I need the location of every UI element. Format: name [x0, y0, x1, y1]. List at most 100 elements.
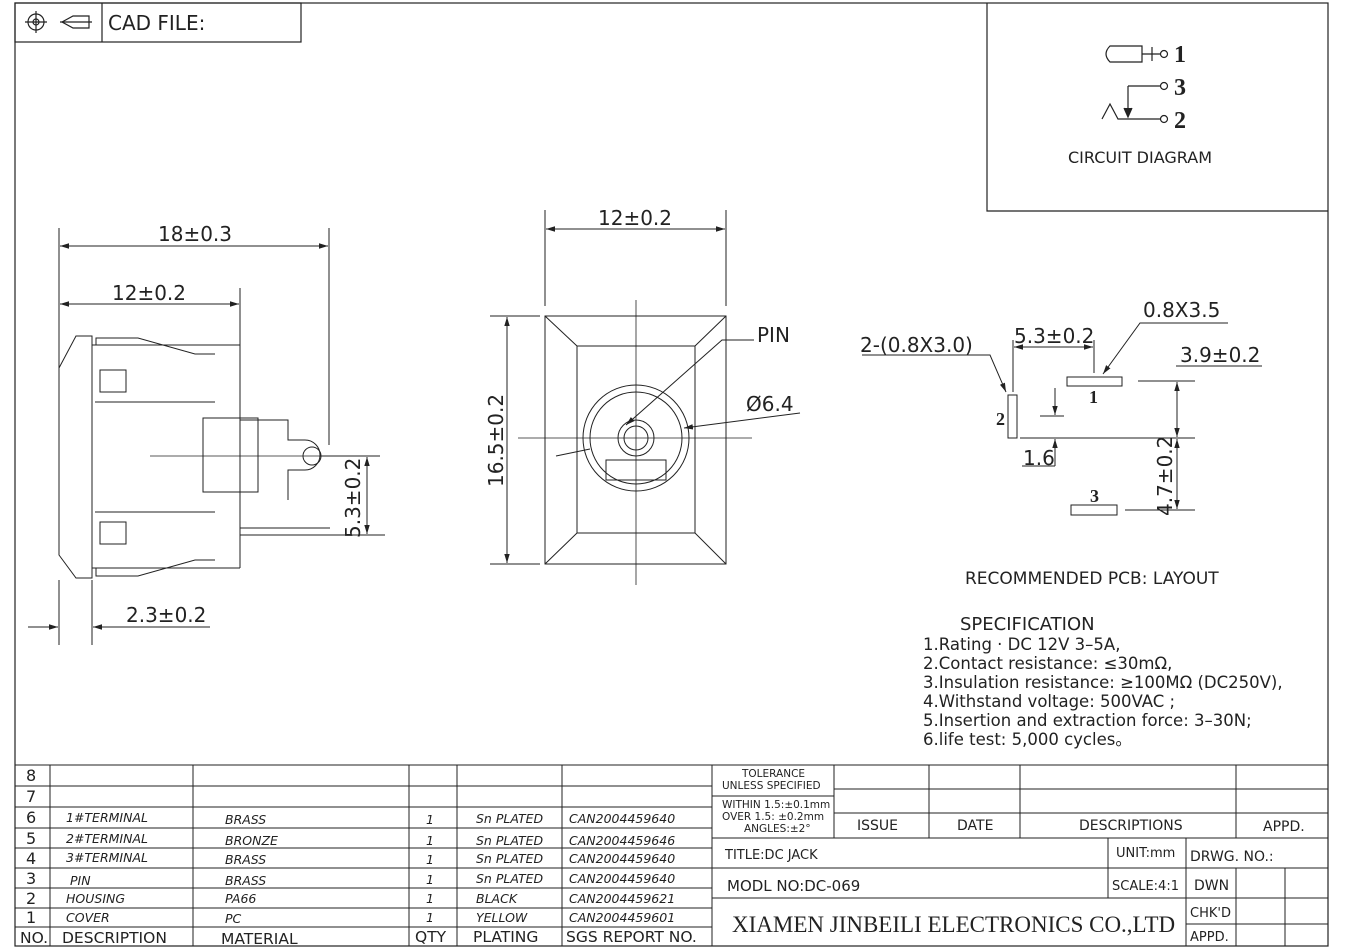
table-row-mat: PA66	[225, 891, 256, 906]
table-row-plating: Sn PLATED	[476, 871, 544, 886]
table-row-no: 8	[26, 766, 36, 785]
table-row-qty: 1	[426, 872, 434, 887]
bom-header: PLATING	[473, 928, 538, 946]
spec-line: 6.life test: 5,000 cycles。	[923, 730, 1132, 749]
table-row-no: 3	[26, 869, 36, 888]
table-row-no: 2	[26, 889, 36, 908]
dwn-label: DWN	[1194, 878, 1229, 894]
table-row-desc: PIN	[70, 873, 91, 888]
pcb-pad-1	[1066, 376, 1123, 387]
table-row-desc: 2#TERMINAL	[66, 831, 148, 846]
pin-callout: PIN	[757, 323, 790, 347]
table-row-desc: 1#TERMINAL	[66, 810, 148, 825]
appd-label: APPD.	[1190, 930, 1229, 945]
spec-line: 4.Withstand voltage: 500VAC ;	[923, 692, 1175, 711]
table-row-mat: BRASS	[225, 852, 266, 867]
table-row-mat: PC	[225, 911, 242, 926]
company-name: XIAMEN JINBEILI ELECTRONICS CO.,LTD	[732, 912, 1175, 937]
circuit-diagram: 1 3 2 CIRCUIT DIAGRAM	[986, 3, 1328, 212]
circuit-pin2: 2	[1174, 108, 1186, 134]
spec-line: 2.Contact resistance: ≤30mΩ,	[923, 654, 1172, 673]
projection-symbol-icon	[25, 11, 92, 33]
descriptions-header: DESCRIPTIONS	[1079, 818, 1183, 834]
bom-header: SGS REPORT NO.	[566, 928, 697, 946]
cad-header: CAD FILE:	[14, 2, 302, 43]
tolerance-label: UNLESS SPECIFIED	[722, 780, 821, 792]
table-row-qty: 1	[426, 910, 434, 925]
dim-front-width: 12±0.2	[598, 206, 672, 230]
table-row-plating: Sn PLATED	[476, 811, 544, 826]
table-row-qty: 1	[426, 812, 434, 827]
tolerance-angles: ANGLES:±2°	[744, 823, 811, 835]
table-row-no: 6	[26, 808, 36, 827]
cad-file-label: CAD FILE:	[108, 11, 205, 35]
table-row-mat: BRASS	[225, 873, 266, 888]
pcb-slot-pair-label: 2-(0.8X3.0)	[860, 333, 973, 357]
circuit-pin3: 3	[1174, 75, 1186, 101]
pcb-slot-label: 0.8X3.5	[1143, 298, 1220, 322]
specification: SPECIFICATION 1.Rating · DC 12V 3–5A, 2.…	[923, 614, 1283, 749]
table-row-qty: 1	[426, 833, 434, 848]
pcb-dim-v-spacing: 4.7±0.2	[1153, 436, 1177, 516]
table-row-desc: COVER	[66, 910, 110, 925]
table-row-plating: Sn PLATED	[476, 851, 544, 866]
bom-header: MATERIAL	[221, 930, 298, 948]
table-row-sgs: CAN2004459640	[569, 871, 675, 886]
table-row-plating: BLACK	[476, 891, 519, 906]
dim-front-height: 16.5±0.2	[484, 394, 508, 487]
model-number: MODL NO:DC-069	[727, 877, 860, 895]
table-row-sgs: CAN2004459640	[569, 851, 675, 866]
pcb-dim-top-offset: 3.9±0.2	[1180, 343, 1260, 367]
appd-header: APPD.	[1263, 819, 1305, 835]
title-block-text: TOLERANCE UNLESS SPECIFIED WITHIN 1.5:±0…	[722, 768, 1305, 945]
drwg-no-label: DRWG. NO.:	[1190, 849, 1274, 865]
issue-header: ISSUE	[857, 818, 898, 834]
pcb-layout	[862, 322, 1262, 516]
table-row-desc: 3#TERMINAL	[66, 850, 148, 865]
pcb-pad2-label: 2	[996, 409, 1005, 429]
jack-symbol-icon	[1101, 45, 1169, 124]
side-view	[28, 228, 385, 645]
diameter-callout: Ø6.4	[746, 392, 794, 416]
tolerance-within: WITHIN 1.5:±0.1mm	[722, 799, 830, 811]
pcb-pad-3	[1070, 504, 1118, 516]
table-row-plating: Sn PLATED	[476, 833, 544, 848]
table-row-desc: HOUSING	[66, 891, 125, 906]
dim-overall-length: 18±0.3	[158, 222, 232, 246]
scale-label: SCALE:4:1	[1112, 879, 1179, 894]
unit-label: UNIT:mm	[1116, 846, 1175, 861]
table-row-qty: 1	[426, 852, 434, 867]
table-row-sgs: CAN2004459621	[569, 891, 675, 906]
pcb-pad-2	[1007, 394, 1018, 439]
tolerance-over: OVER 1.5: ±0.2mm	[722, 811, 824, 823]
dim-pin-height: 5.3±0.2	[341, 458, 365, 538]
spec-line: 1.Rating · DC 12V 3–5A,	[923, 635, 1120, 654]
bom-header: QTY	[415, 928, 447, 946]
spec-line: 5.Insertion and extraction force: 3–30N;	[923, 711, 1252, 730]
bom-table	[15, 764, 1328, 946]
table-row-mat: BRONZE	[225, 833, 278, 848]
spec-title: SPECIFICATION	[960, 614, 1095, 635]
table-row-mat: BRASS	[225, 812, 266, 827]
table-row-no: 1	[26, 908, 36, 927]
sheet-border	[14, 2, 1329, 947]
table-row-sgs: CAN2004459640	[569, 811, 675, 826]
title-block	[712, 765, 1328, 946]
pcb-pad1-label: 1	[1089, 387, 1098, 407]
table-row-sgs: CAN2004459646	[569, 833, 675, 848]
table-row-plating: YELLOW	[476, 910, 528, 925]
pcb-title: RECOMMENDED PCB: LAYOUT	[965, 569, 1219, 589]
pcb-pad3-label: 3	[1090, 486, 1099, 506]
circuit-title: CIRCUIT DIAGRAM	[1068, 148, 1212, 167]
date-header: DATE	[957, 818, 993, 834]
table-row-no: 7	[26, 787, 36, 806]
table-row-no: 5	[26, 829, 36, 848]
front-view	[490, 210, 801, 585]
bom-header: NO.	[20, 929, 48, 947]
dim-body-length: 12±0.2	[112, 281, 186, 305]
table-row-qty: 1	[426, 891, 434, 906]
bom-rows: 8 7 6 1#TERMINAL BRASS 1 Sn PLATED CAN20…	[20, 766, 697, 948]
spec-line: 3.Insulation resistance: ≥100MΩ (DC250V)…	[923, 673, 1283, 692]
table-row-sgs: CAN2004459601	[569, 910, 675, 925]
